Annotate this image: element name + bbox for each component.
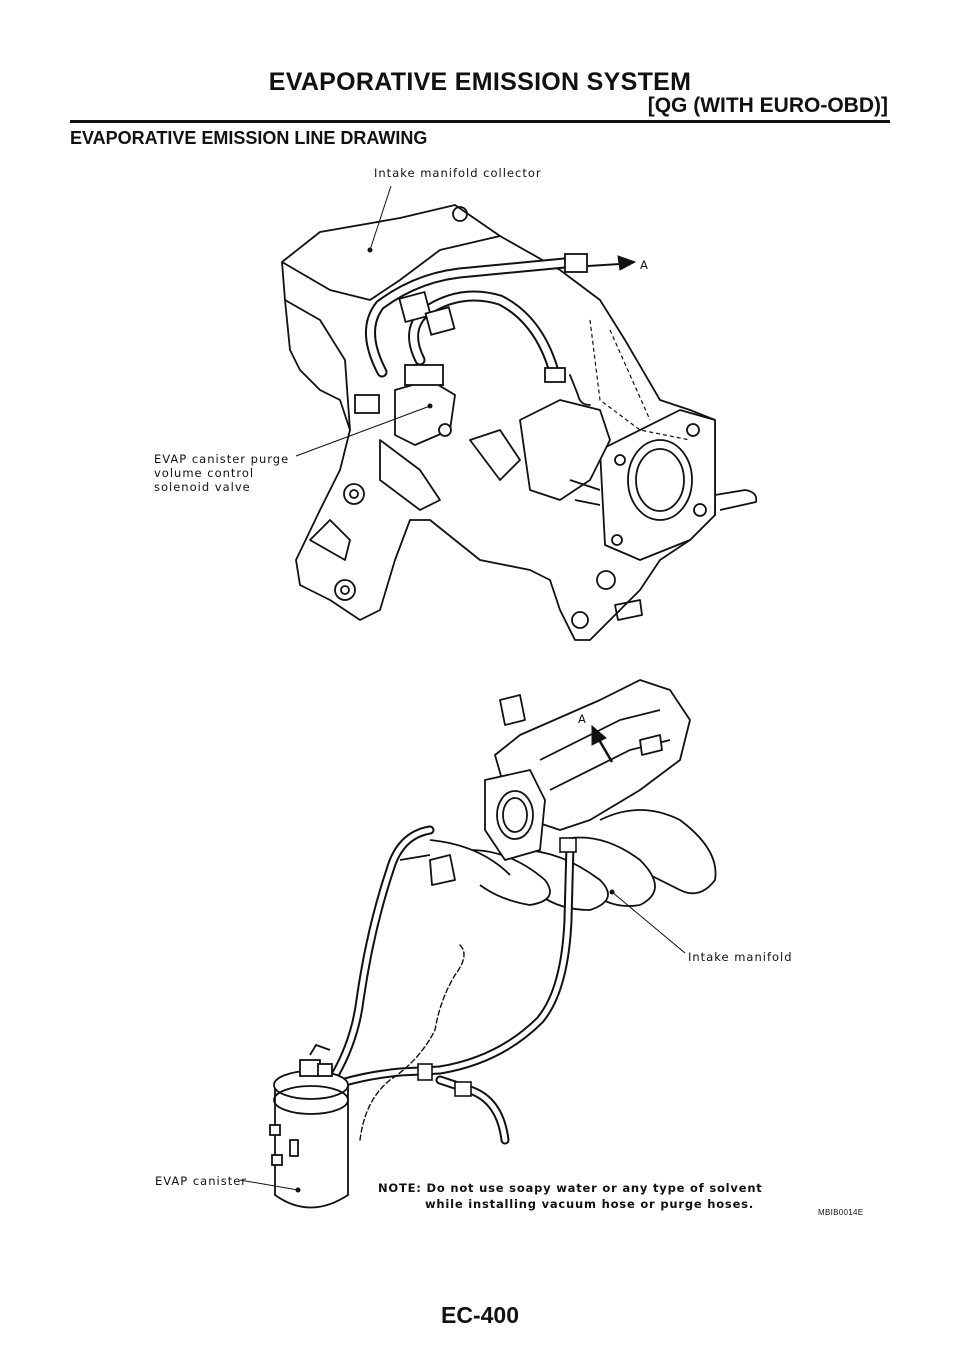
section-title: EVAPORATIVE EMISSION LINE DRAWING [70,128,428,148]
leader-lines-bottom [239,889,686,1193]
arrow-a-top [587,255,637,271]
label-arrow-a-bottom: A [578,712,587,726]
page-header-title: EVAPORATIVE EMISSION SYSTEM [268,68,692,96]
note-line-2: while installing vacuum hose or purge ho… [425,1197,754,1211]
figure-id: MBIB0014E [818,1208,864,1217]
label-arrow-a-top: A [640,258,649,272]
purge-hoses-bottom [330,825,577,1145]
evap-canister-drawing [269,1043,349,1209]
label-evap-canister: EVAP canister [155,1174,248,1188]
page-number: EC-400 [441,1302,519,1328]
purge-hoses-top [365,253,591,406]
leader-lines-top [295,185,433,457]
header-rule [70,120,890,123]
intake-manifold-collector-drawing [281,204,758,641]
purge-valve-body [354,364,456,446]
label-intake-manifold-collector: Intake manifold collector [374,166,542,180]
label-intake-manifold: Intake manifold [688,950,793,964]
label-purge-volume-control-solenoid-valve: EVAP canister purge volume control solen… [154,452,290,494]
arrow-a-bottom [591,724,614,763]
intake-manifold-drawing [399,679,717,911]
page-header-subtitle: [QG (WITH EURO-OBD)] [647,94,888,117]
note-line-1: NOTE: Do not use soapy water or any type… [378,1181,763,1195]
